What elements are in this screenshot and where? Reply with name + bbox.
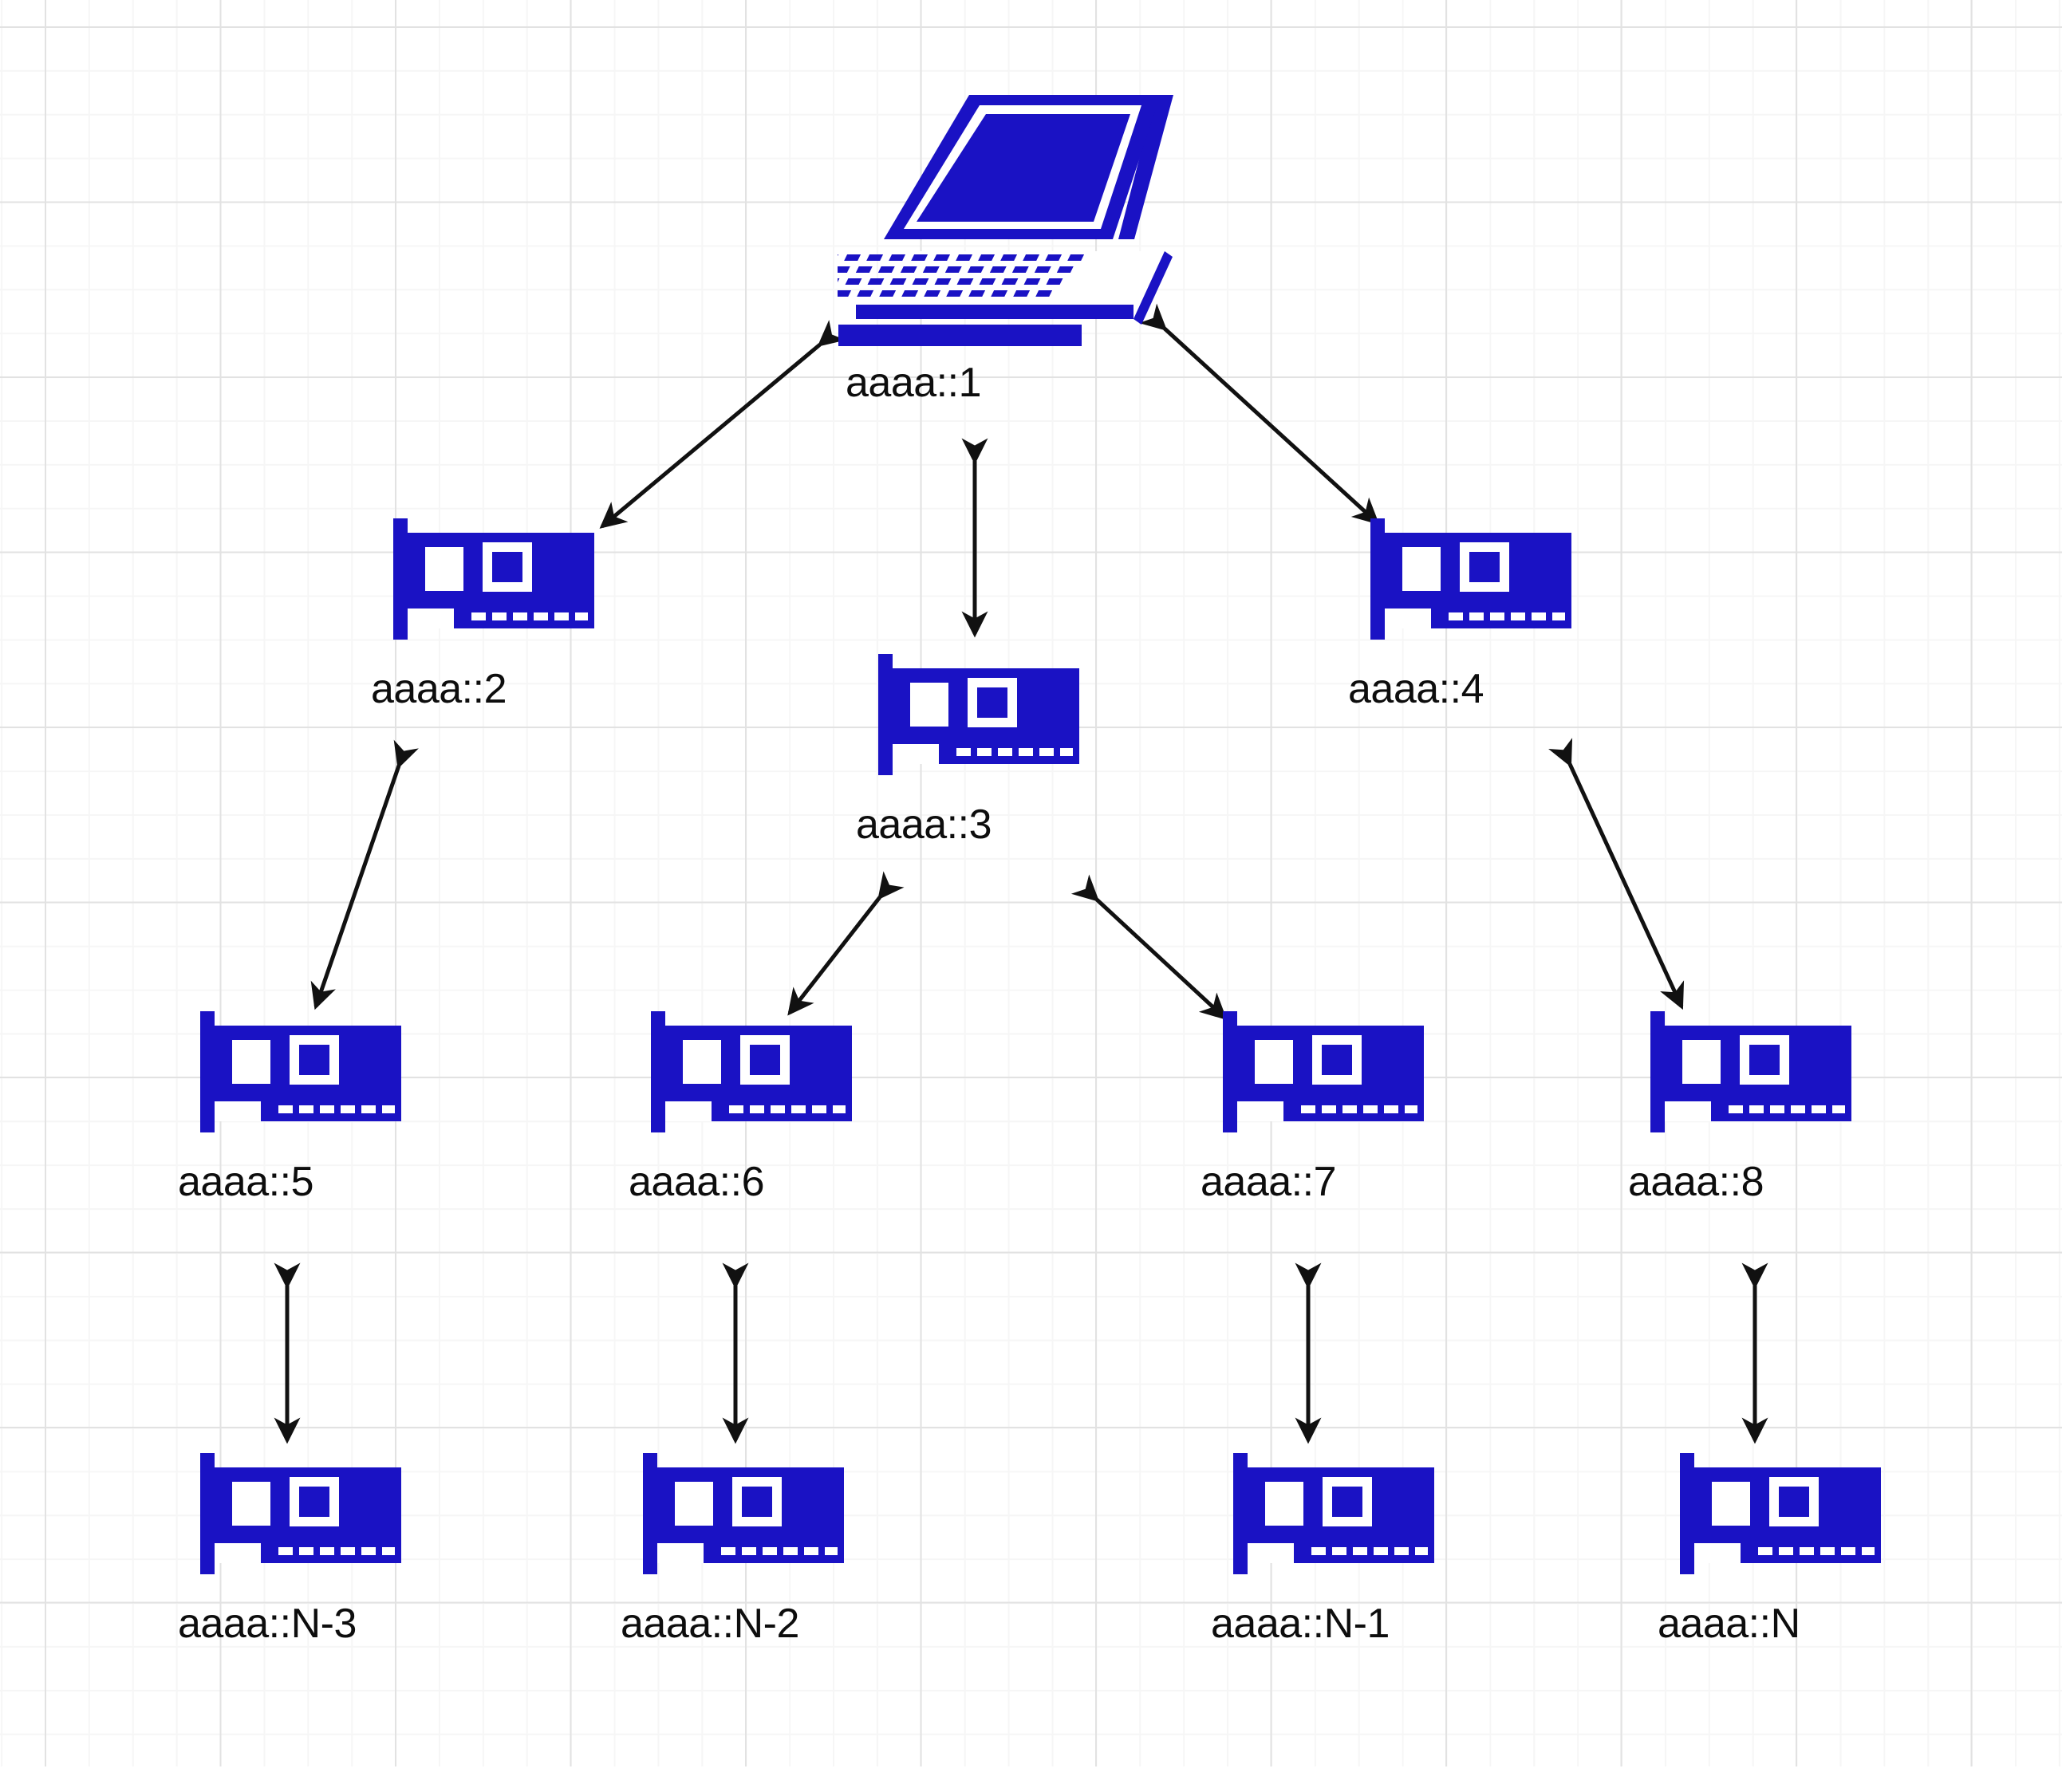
node-aaaa-n-3[interactable]: aaaa::N-3 — [178, 1453, 403, 1646]
network-card-icon — [638, 1453, 846, 1585]
node-label-aaaa-4: aaaa::4 — [1348, 666, 1484, 712]
node-aaaa-5[interactable]: aaaa::5 — [178, 1011, 403, 1204]
node-aaaa-8[interactable]: aaaa::8 — [1628, 1011, 1853, 1204]
node-aaaa-n-1[interactable]: aaaa::N-1 — [1211, 1453, 1436, 1646]
laptop-icon — [790, 88, 1212, 355]
network-card-icon — [388, 518, 596, 650]
node-label-aaaa-7: aaaa::7 — [1201, 1159, 1337, 1205]
node-label-aaaa-n-1: aaaa::N-1 — [1211, 1601, 1390, 1647]
node-label-aaaa-1: aaaa::1 — [846, 360, 982, 406]
node-label-aaaa-6: aaaa::6 — [629, 1159, 765, 1205]
node-aaaa-4[interactable]: aaaa::4 — [1348, 518, 1573, 711]
node-aaaa-n-2[interactable]: aaaa::N-2 — [621, 1453, 846, 1646]
network-card-icon — [1218, 1011, 1425, 1143]
network-card-icon — [646, 1011, 854, 1143]
node-aaaa-6[interactable]: aaaa::6 — [629, 1011, 854, 1204]
network-card-icon — [1646, 1011, 1853, 1143]
node-aaaa-2[interactable]: aaaa::2 — [371, 518, 596, 711]
node-label-aaaa-8: aaaa::8 — [1628, 1159, 1764, 1205]
node-aaaa-7[interactable]: aaaa::7 — [1201, 1011, 1425, 1204]
node-label-aaaa-n: aaaa::N — [1658, 1601, 1800, 1647]
network-card-icon — [195, 1453, 403, 1585]
node-label-aaaa-5: aaaa::5 — [178, 1159, 314, 1205]
node-label-aaaa-n-3: aaaa::N-3 — [178, 1601, 357, 1647]
node-label-aaaa-3: aaaa::3 — [856, 801, 992, 848]
network-card-icon — [1228, 1453, 1436, 1585]
network-card-icon — [195, 1011, 403, 1143]
network-card-icon — [873, 654, 1081, 786]
node-aaaa-3[interactable]: aaaa::3 — [856, 654, 1081, 847]
network-card-icon — [1675, 1453, 1883, 1585]
node-label-aaaa-n-2: aaaa::N-2 — [621, 1601, 799, 1647]
node-aaaa-1[interactable]: aaaa::1 — [790, 88, 1212, 406]
node-aaaa-n[interactable]: aaaa::N — [1658, 1453, 1883, 1646]
node-label-aaaa-2: aaaa::2 — [371, 666, 507, 712]
network-card-icon — [1366, 518, 1573, 650]
